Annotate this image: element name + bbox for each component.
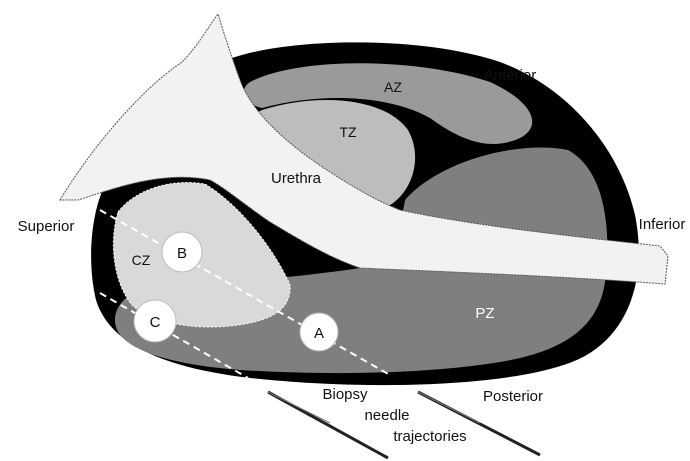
- label-pz: PZ: [475, 305, 494, 322]
- marker-c: C: [134, 300, 176, 342]
- label-az: AZ: [384, 79, 402, 95]
- label-anterior: Anterior: [484, 67, 537, 84]
- label-superior: Superior: [18, 218, 75, 235]
- marker-b: B: [162, 232, 202, 272]
- marker-a: A: [300, 313, 338, 351]
- svg-text:B: B: [177, 245, 187, 262]
- label-posterior: Posterior: [483, 388, 543, 405]
- svg-text:A: A: [314, 325, 324, 342]
- label-cz: CZ: [132, 252, 151, 268]
- label-urethra: Urethra: [271, 170, 322, 187]
- needle-caption-line1: Biopsy: [322, 386, 368, 403]
- svg-text:C: C: [150, 314, 161, 331]
- label-tz: TZ: [339, 124, 357, 140]
- needle-caption-line2: needle: [364, 407, 409, 424]
- label-inferior: Inferior: [639, 216, 686, 233]
- needle-caption-line3: trajectories: [393, 428, 466, 445]
